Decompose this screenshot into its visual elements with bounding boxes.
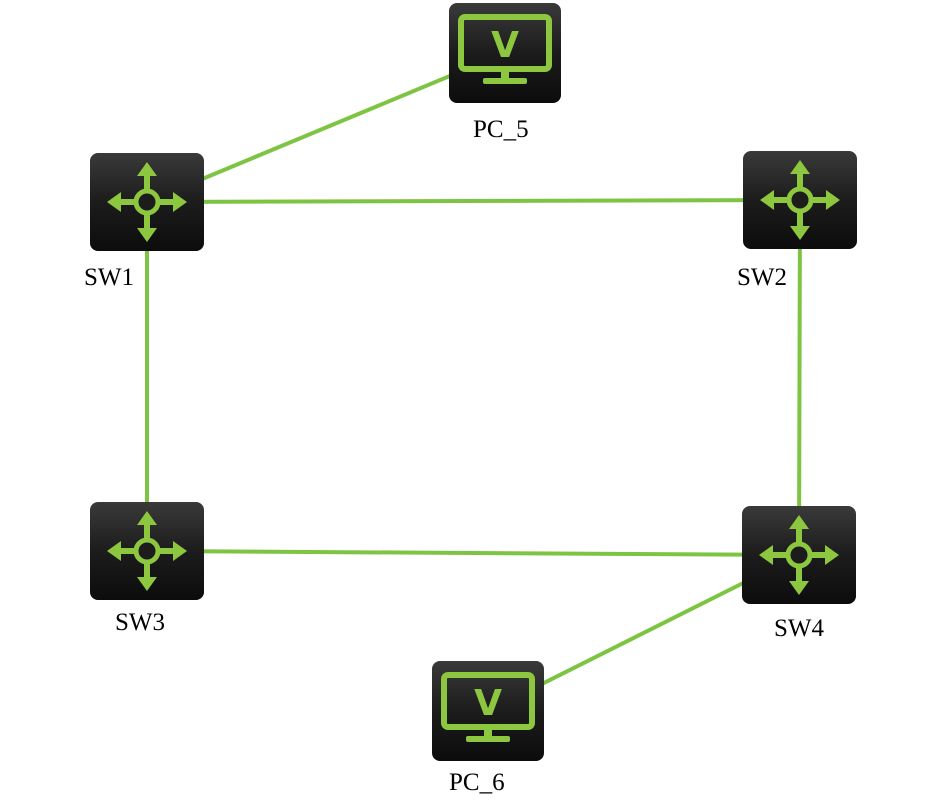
link-sw2-sw4 xyxy=(797,199,802,556)
link-sw1-pc-5 xyxy=(146,51,506,204)
node-sw2[interactable] xyxy=(743,151,857,249)
node-sw4[interactable] xyxy=(742,506,856,604)
link-sw1-sw2 xyxy=(146,198,801,204)
node-label-sw2: SW2 xyxy=(737,264,787,291)
links-layer xyxy=(145,51,802,713)
node-label-sw3: SW3 xyxy=(115,609,165,636)
node-label-sw4: SW4 xyxy=(774,615,824,642)
node-label-pc-5: PC_5 xyxy=(473,116,529,143)
node-sw1[interactable] xyxy=(90,153,204,251)
node-sw3[interactable] xyxy=(90,502,204,600)
node-label-pc-6: PC_6 xyxy=(449,769,505,796)
nodes-layer xyxy=(90,3,857,761)
node-label-sw1: SW1 xyxy=(84,264,134,291)
link-sw3-sw4 xyxy=(146,549,800,557)
node-pc-5[interactable] xyxy=(449,3,561,103)
node-pc-6[interactable] xyxy=(432,661,544,761)
